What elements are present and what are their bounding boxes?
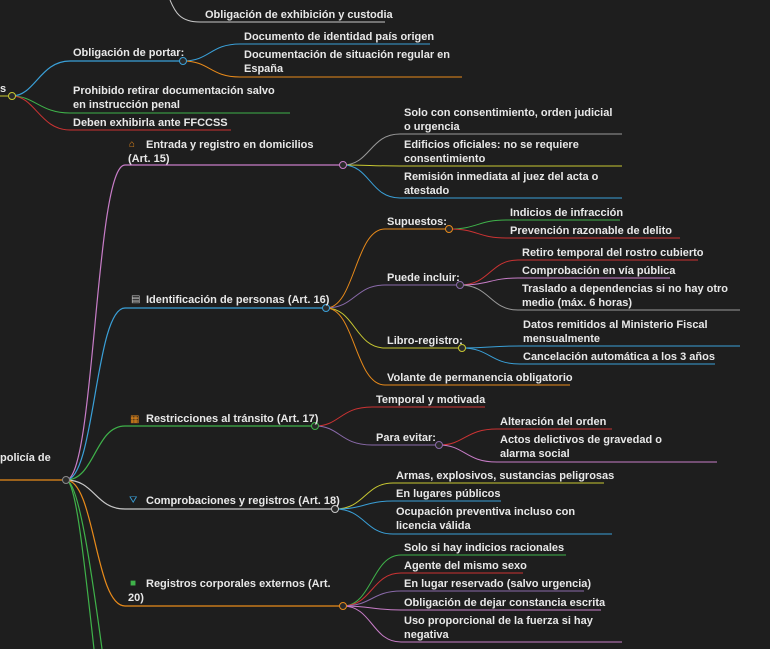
temporal-item[interactable]: Temporal y motivada xyxy=(376,394,486,406)
branch-node[interactable] xyxy=(339,602,347,610)
branch-node[interactable] xyxy=(311,422,319,430)
supuestos-label[interactable]: Supuestos: xyxy=(387,216,447,228)
portar-item-1[interactable]: Documento de identidad país origen xyxy=(244,31,435,43)
art15-label[interactable]: Entrada y registro en domicilios (Art. 1… xyxy=(128,139,314,165)
art20-item[interactable]: Solo si hay indicios racionales xyxy=(404,542,565,554)
puede-item[interactable]: Comprobación en vía pública xyxy=(522,265,676,277)
art15-item[interactable]: Solo con consentimiento, orden judicial … xyxy=(404,107,613,133)
art16-label[interactable]: Identificación de personas (Art. 16) xyxy=(146,294,330,306)
supuestos-item[interactable]: Indicios de infracción xyxy=(510,207,624,219)
house-icon: ⌂ xyxy=(129,139,136,150)
art15-item[interactable]: Remisión inmediata al juez del acta o at… xyxy=(404,171,599,197)
art18-item[interactable]: Ocupación preventiva incluso con licenci… xyxy=(396,506,576,532)
art15-item[interactable]: Edificios oficiales: no se requiere cons… xyxy=(404,139,579,165)
portar-item-2[interactable]: Documentación de situación regular en Es… xyxy=(244,49,450,75)
ffccss-item[interactable]: Deben exhibirla ante FFCCSS xyxy=(73,117,228,129)
left-edge-label[interactable]: s xyxy=(0,83,7,95)
root-node[interactable] xyxy=(62,476,70,484)
branch-node[interactable] xyxy=(458,344,466,352)
puede-item[interactable]: Retiro temporal del rostro cubierto xyxy=(522,247,704,259)
evitar-item[interactable]: Alteración del orden xyxy=(500,416,607,428)
branch-node[interactable] xyxy=(179,57,187,65)
art20-item[interactable]: Agente del mismo sexo xyxy=(404,560,527,572)
art18-item[interactable]: En lugares públicos xyxy=(396,488,501,500)
art20-item[interactable]: Obligación de dejar constancia escrita xyxy=(404,597,606,609)
evitar-item[interactable]: Actos delictivos de gravedad o alarma so… xyxy=(500,434,662,460)
libro-label[interactable]: Libro-registro: xyxy=(387,335,463,347)
art18-item[interactable]: Armas, explosivos, sustancias peligrosas xyxy=(396,470,615,482)
barrier-icon: ▦ xyxy=(130,414,140,425)
id-card-icon: ▤ xyxy=(131,294,141,305)
art20-item[interactable]: En lugar reservado (salvo urgencia) xyxy=(404,578,592,590)
evitar-label[interactable]: Para evitar: xyxy=(376,432,436,444)
branch-node[interactable] xyxy=(435,441,443,449)
puede-label[interactable]: Puede incluir: xyxy=(387,272,460,284)
shirt-icon: ■ xyxy=(130,578,137,589)
volante-item[interactable]: Volante de permanencia obligatorio xyxy=(387,372,573,384)
custodia-item[interactable]: Obligación de exhibición y custodia xyxy=(205,9,393,21)
police-car-icon: ⛛ xyxy=(129,495,138,506)
branch-node[interactable] xyxy=(339,161,347,169)
root-label[interactable]: policía de xyxy=(0,452,51,464)
branch-node[interactable] xyxy=(445,225,453,233)
branch-node[interactable] xyxy=(322,304,330,312)
puede-item[interactable]: Traslado a dependencias si no hay otro m… xyxy=(522,283,729,309)
supuestos-item[interactable]: Prevención razonable de delito xyxy=(510,225,672,237)
art20-item[interactable]: Uso proporcional de la fuerza si hay neg… xyxy=(404,615,593,641)
portar-label[interactable]: Obligación de portar: xyxy=(73,47,185,59)
art20-label[interactable]: Registros corporales externos (Art. 20) xyxy=(128,578,331,604)
prohibido-item[interactable]: Prohibido retirar documentación salvo en… xyxy=(73,85,275,111)
libro-item[interactable]: Datos remitidos al Ministerio Fiscal men… xyxy=(523,319,708,345)
libro-item[interactable]: Cancelación automática a los 3 años xyxy=(523,351,715,363)
branch-node[interactable] xyxy=(331,505,339,513)
branch-node[interactable] xyxy=(8,92,16,100)
art17-label[interactable]: Restricciones al tránsito (Art. 17) xyxy=(146,413,319,425)
branch-node[interactable] xyxy=(456,281,464,289)
art18-label[interactable]: Comprobaciones y registros (Art. 18) xyxy=(146,495,340,507)
